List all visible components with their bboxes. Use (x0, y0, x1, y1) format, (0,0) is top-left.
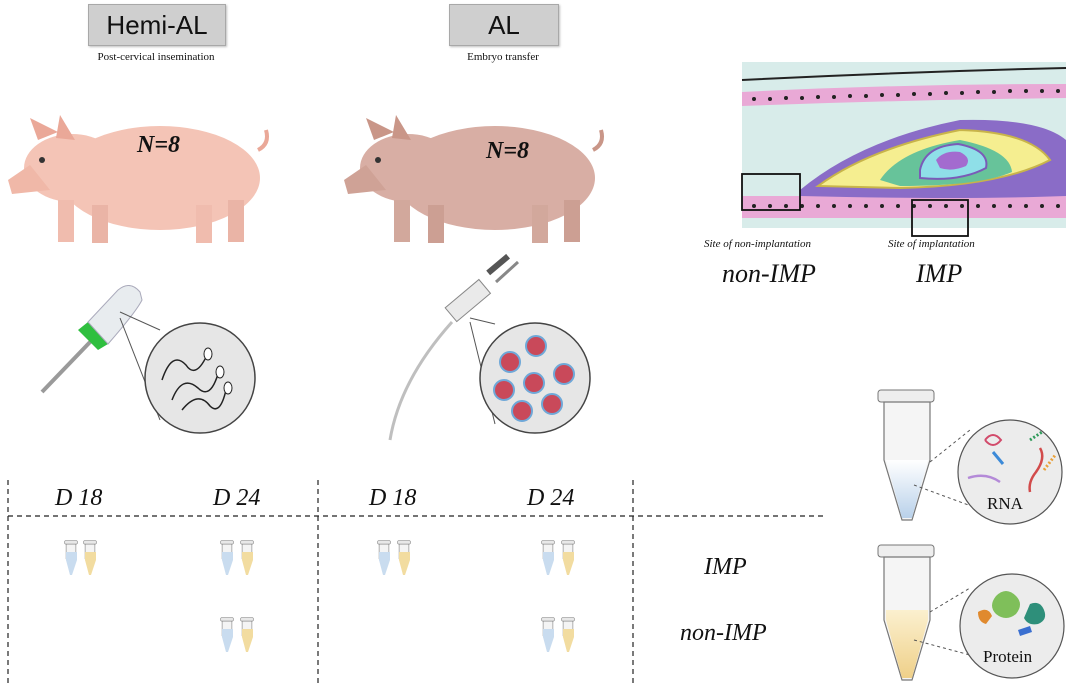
group-subtitle-al: Embryo transfer (467, 51, 539, 63)
tube-pair-al-d24-imp (541, 540, 575, 575)
tube-pair-hemi-d24-imp (220, 540, 254, 575)
sperm-bubble-icon (144, 322, 256, 434)
syringe-icon (388, 253, 520, 441)
embryo-bubble-icon (479, 322, 591, 434)
caption-non-implantation: Site of non-implantation (704, 238, 811, 250)
sample-size-al: N=8 (486, 138, 530, 164)
uterus-section-illustration (741, 62, 1067, 237)
protein-tube-icon (877, 544, 1065, 681)
day-label-al-d18: D 18 (369, 485, 417, 511)
insemination-catheter-icon (40, 285, 161, 421)
rna-label: RNA (987, 494, 1023, 513)
tube-pair-al-d18-imp (377, 540, 411, 575)
tube-pair-al-d24-nonimp (541, 617, 575, 652)
day-label-al-d24: D 24 (527, 485, 575, 511)
day-label-hemi-d18: D 18 (55, 485, 103, 511)
sample-grid-lines (7, 480, 826, 684)
group-label-hemi-al: Hemi-AL (88, 4, 226, 46)
sample-size-hemi-al: N=8 (137, 132, 181, 158)
sample-tubes (64, 540, 575, 652)
pig-illustration-right (344, 115, 604, 243)
caption-implantation: Site of implantation (888, 238, 975, 250)
row-label-imp: IMP (704, 554, 747, 580)
tube-pair-hemi-d18-imp (64, 540, 97, 575)
tube-pair-hemi-d24-nonimp (220, 617, 254, 652)
rna-tube-icon (877, 389, 1063, 525)
label-non-imp-site: non-IMP (722, 259, 816, 288)
protein-label: Protein (983, 647, 1033, 666)
row-label-non-imp: non-IMP (680, 620, 767, 646)
label-imp-site: IMP (916, 259, 963, 288)
group-subtitle-hemi-al: Post-cervical insemination (97, 51, 215, 63)
day-label-hemi-d24: D 24 (213, 485, 261, 511)
pig-illustration-left (8, 115, 269, 243)
group-label-al: AL (449, 4, 559, 46)
